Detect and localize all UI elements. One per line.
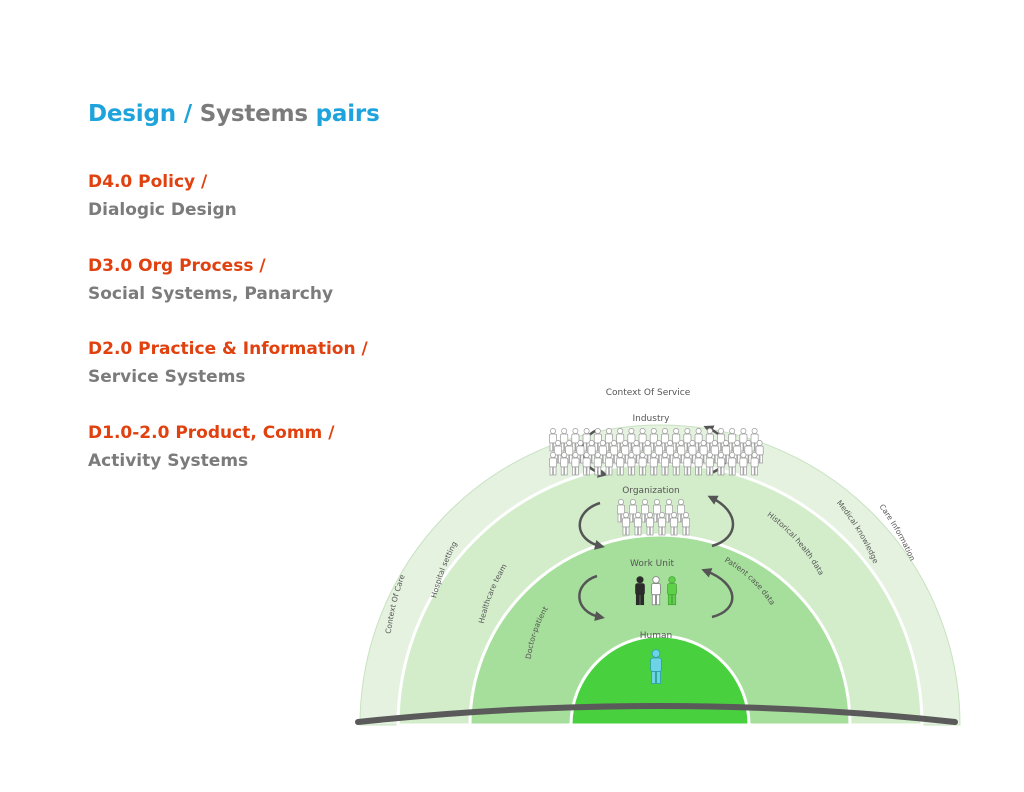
design-level-label: D2.0 Practice & Information / <box>88 339 368 359</box>
title-design: Design <box>88 101 176 127</box>
organization-left-cycle-arrow-icon <box>578 501 605 550</box>
work-unit-left-cycle-arrow-icon <box>578 574 605 621</box>
pair-product-comm: D1.0-2.0 Product, Comm / Activity System… <box>88 419 334 475</box>
ground-line <box>355 703 958 725</box>
design-level-label: D3.0 Org Process / <box>88 256 266 276</box>
work-unit-ring <box>468 533 852 727</box>
work-unit-label: Work Unit <box>630 559 674 569</box>
title-pairs: pairs <box>315 101 380 127</box>
organization-right-cycle-arrow-icon <box>707 495 735 548</box>
system-type-label: Service Systems <box>88 367 246 387</box>
pair-org-process: D3.0 Org Process / Social Systems, Panar… <box>88 252 333 308</box>
work-unit-right-cycle-arrow-icon <box>701 568 734 619</box>
context-of-service-label: Context Of Service <box>606 388 691 398</box>
system-type-label: Social Systems, Panarchy <box>88 284 334 304</box>
pair-practice-information: D2.0 Practice & Information / Service Sy… <box>88 335 368 391</box>
title-slash: / <box>183 101 192 127</box>
system-type-label: Activity Systems <box>88 451 249 471</box>
pair-policy: D4.0 Policy / Dialogic Design <box>88 168 237 224</box>
title-systems: Systems <box>199 101 308 127</box>
human-label: Human <box>640 631 672 641</box>
system-type-label: Dialogic Design <box>88 200 237 220</box>
design-level-label: D1.0-2.0 Product, Comm / <box>88 423 335 443</box>
design-level-label: D4.0 Policy / <box>88 172 208 192</box>
organization-label: Organization <box>622 486 680 496</box>
industry-label: Industry <box>632 414 670 424</box>
page-title: Design / Systems pairs <box>88 101 380 127</box>
